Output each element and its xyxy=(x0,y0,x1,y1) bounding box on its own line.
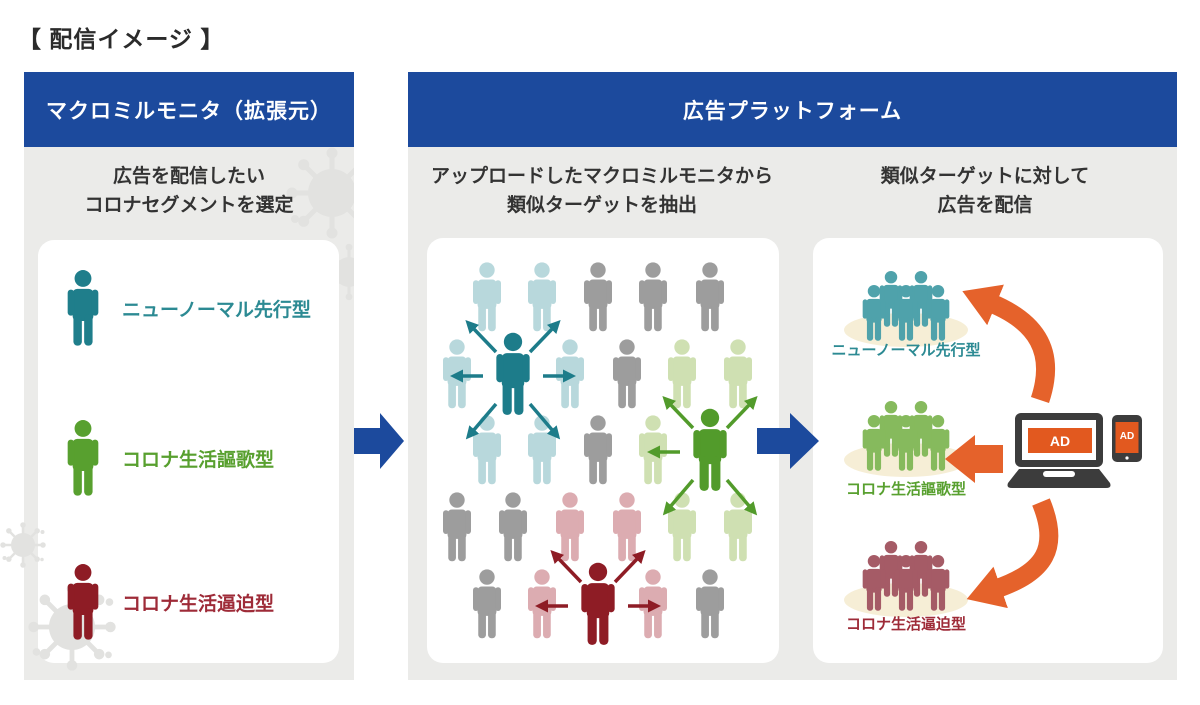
deliver-card: AD AD ニューノーマル先行型コロナ生活謳歌型コロナ生活逼迫型 xyxy=(813,238,1163,663)
deliver-graphic: AD AD xyxy=(813,238,1142,663)
person-icon xyxy=(639,569,667,639)
crowd-group-icon xyxy=(844,401,968,477)
spotlight-person-icon xyxy=(496,332,530,415)
ad-label: AD xyxy=(1120,431,1134,442)
extract-caption: アップロードしたマクロミルモニタから 類似ターゲットを抽出 xyxy=(422,162,782,220)
person-icon xyxy=(443,492,471,562)
extract-caption-line: 類似ターゲットを抽出 xyxy=(506,195,697,216)
person-icon xyxy=(67,564,99,640)
similarity-arrow xyxy=(662,396,695,430)
page-title: 【 配信イメージ 】 xyxy=(18,26,225,52)
segment-label: コロナ生活逼迫型 xyxy=(122,593,275,615)
crowd-group-icon xyxy=(844,271,968,347)
person-icon xyxy=(67,270,99,346)
ad-arrow-middle xyxy=(945,435,1003,483)
person-icon xyxy=(528,569,556,639)
ad-label: AD xyxy=(1050,433,1070,449)
similarity-arrow xyxy=(662,478,695,516)
spotlight-person-icon xyxy=(693,408,727,491)
ad-arrow-bottom xyxy=(966,498,1059,609)
source-panel: マクロミルモニタ（拡張元） 広告を配信したい コロナセグメントを選定 ニューノー… xyxy=(0,72,354,680)
platform-panel-header: 広告プラットフォーム xyxy=(408,72,1177,147)
segment-row: コロナ生活逼迫型 xyxy=(60,562,274,642)
platform-panel: 広告プラットフォーム アップロードしたマクロミルモニタから 類似ターゲットを抽出… xyxy=(408,72,1177,680)
source-panel-header: マクロミルモニタ（拡張元） xyxy=(24,72,354,147)
person-icon xyxy=(584,262,612,332)
person-icon xyxy=(613,492,641,562)
person-icon xyxy=(528,262,556,332)
source-panel-description-line: 広告を配信したい xyxy=(112,166,265,187)
person-icon xyxy=(67,420,99,496)
smartphone-icon: AD xyxy=(1112,415,1142,462)
person-icon xyxy=(499,492,527,562)
person-icon xyxy=(724,339,752,409)
similarity-arrow xyxy=(528,402,561,440)
spotlight-person-icon xyxy=(581,562,615,645)
source-panel-description: 広告を配信したい コロナセグメントを選定 xyxy=(24,162,354,220)
similarity-arrow xyxy=(613,550,646,584)
deliver-caption-line: 類似ターゲットに対して xyxy=(880,166,1090,187)
similarity-arrow xyxy=(465,402,498,440)
person-icon xyxy=(473,569,501,639)
deliver-caption-line: 広告を配信 xyxy=(937,195,1033,216)
segment-label: コロナ生活謳歌型 xyxy=(122,449,275,471)
similarity-arrow xyxy=(725,396,758,430)
crowd-group-label: コロナ生活逼迫型 xyxy=(845,616,966,633)
person-icon xyxy=(556,339,584,409)
similarity-arrow xyxy=(550,550,583,584)
person-icon xyxy=(443,339,471,409)
extract-caption-line: アップロードしたマクロミルモニタから xyxy=(430,166,773,187)
segment-list: ニューノーマル先行型コロナ生活謳歌型コロナ生活逼迫型 xyxy=(24,72,354,680)
similarity-arrow xyxy=(465,320,498,354)
deliver-caption: 類似ターゲットに対して 広告を配信 xyxy=(805,162,1165,220)
laptop-icon: AD xyxy=(1007,413,1111,488)
segment-row: ニューノーマル先行型 xyxy=(60,268,311,348)
person-icon xyxy=(668,339,696,409)
person-icon xyxy=(639,415,667,485)
person-icon xyxy=(528,415,556,485)
segment-row: コロナ生活謳歌型 xyxy=(60,418,274,498)
person-icon xyxy=(696,569,724,639)
person-icon xyxy=(613,339,641,409)
crowd-group-label: コロナ生活謳歌型 xyxy=(845,481,966,498)
person-icon xyxy=(473,262,501,332)
ad-arrows xyxy=(945,284,1059,609)
person-icon xyxy=(639,262,667,332)
lookalike-grid xyxy=(443,262,758,645)
flow-arrow-icon xyxy=(354,413,404,469)
source-panel-description-line: コロナセグメントを選定 xyxy=(84,195,294,216)
crowd-group-icon xyxy=(844,541,968,617)
ad-arrow-top xyxy=(962,284,1056,403)
similarity-arrow xyxy=(528,320,561,354)
similarity-arrow xyxy=(725,478,758,516)
flow-arrow-icon xyxy=(757,413,819,469)
person-icon xyxy=(584,415,612,485)
extract-card xyxy=(427,238,779,663)
person-icon xyxy=(696,262,724,332)
person-icon xyxy=(556,492,584,562)
crowd-group-label: ニューノーマル先行型 xyxy=(831,342,981,359)
segment-label: ニューノーマル先行型 xyxy=(122,299,311,321)
crowd-groups xyxy=(844,271,968,617)
